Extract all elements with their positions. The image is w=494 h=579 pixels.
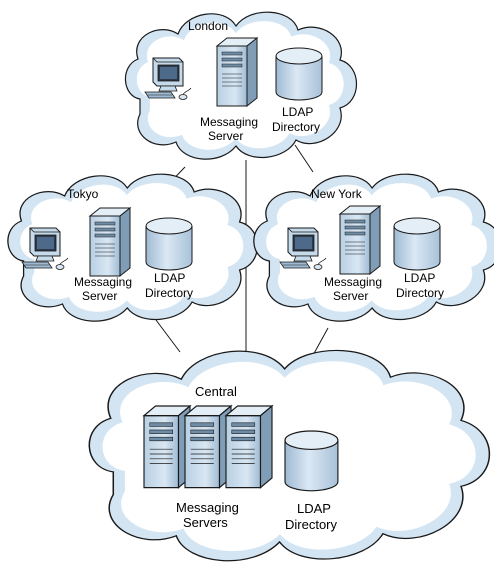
server-label-line2: Server xyxy=(208,129,243,143)
ldap-label-line2: Directory xyxy=(285,517,338,532)
server-icon xyxy=(225,405,273,489)
server-label-line2: Server xyxy=(82,289,117,303)
server-icon xyxy=(184,405,232,489)
ldap-label-line1: LDAP xyxy=(297,501,331,516)
server-label-line1: Messaging xyxy=(200,115,258,129)
ldap-label-line2: Directory xyxy=(396,286,444,300)
server-icon xyxy=(216,37,258,107)
link-tokyo-central xyxy=(155,319,181,353)
cloud-london: London Messaging Server LDAP Directory xyxy=(124,11,358,160)
site-label-tokyo: Tokyo xyxy=(67,187,99,201)
server-label-line1: Messaging xyxy=(74,275,132,289)
site-label-london: London xyxy=(188,19,228,33)
ldap-label-line1: LDAP xyxy=(404,271,435,285)
server-label-line1: Messaging xyxy=(176,500,239,515)
ldap-label-line2: Directory xyxy=(145,286,193,300)
server-label-line1: Messaging xyxy=(324,275,382,289)
server-label-line2: Servers xyxy=(183,515,228,530)
site-label-newyork: New York xyxy=(311,187,363,201)
ldap-database-icon xyxy=(275,47,323,101)
ldap-label-line1: LDAP xyxy=(282,105,313,119)
server-icon xyxy=(143,405,191,489)
ldap-label-line2: Directory xyxy=(272,120,320,134)
ldap-label-line1: LDAP xyxy=(154,271,185,285)
server-label-line2: Server xyxy=(333,289,368,303)
site-label-central: Central xyxy=(195,384,237,399)
ldap-database-icon xyxy=(145,217,193,271)
server-icon xyxy=(339,205,381,275)
ldap-database-icon xyxy=(284,430,339,492)
cloud-tokyo: Tokyo Messaging Server LDAP Directory xyxy=(7,173,259,322)
ldap-database-icon xyxy=(393,217,441,271)
server-icon xyxy=(89,207,131,277)
link-london-newyork xyxy=(294,144,314,173)
cloud-central: Central Messaging Servers LDAP Directory xyxy=(88,349,491,562)
cloud-newyork: New York Messaging Server LDAP Directory xyxy=(253,173,494,322)
